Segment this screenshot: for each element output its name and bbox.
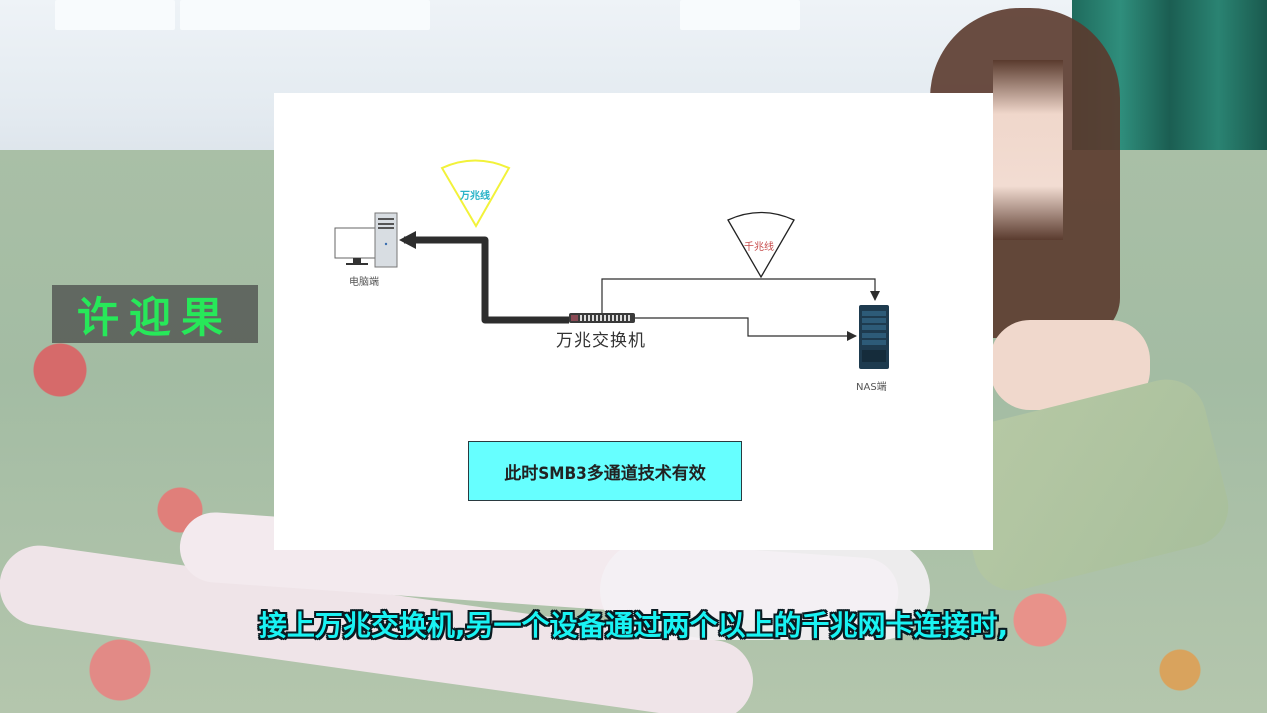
10g-fan-shape xyxy=(440,159,511,228)
switch-icon xyxy=(569,313,635,323)
1g-link-b-line xyxy=(624,317,857,341)
person-skirt xyxy=(600,540,930,640)
window-pane xyxy=(180,0,430,30)
network-diagram-panel: 万兆线 千兆线 电脑端 万兆交换机 NAS端 此时SMB3多通道技术有效 xyxy=(274,93,993,550)
nas-label: NAS端 xyxy=(856,382,887,393)
1g-fan-shape xyxy=(727,211,795,279)
switch-label: 万兆交换机 xyxy=(556,331,646,351)
pc-label: 电脑端 xyxy=(349,277,379,288)
smb3-multichannel-note: 此时SMB3多通道技术有效 xyxy=(468,441,742,501)
1g-link-label: 千兆线 xyxy=(744,242,774,253)
diagram-canvas xyxy=(334,159,889,369)
10g-link-arrowhead xyxy=(399,231,416,249)
window-pane xyxy=(55,0,175,30)
video-subtitle: 接上万兆交换机,另一个设备通过两个以上的千兆网卡连接时, xyxy=(258,609,1009,642)
10g-link-line xyxy=(404,236,569,324)
watermark-text: 许迎果 xyxy=(76,292,233,342)
window-pane xyxy=(680,0,800,30)
pc-icon xyxy=(334,212,398,268)
person-face xyxy=(993,60,1063,240)
author-watermark: 许迎果 xyxy=(52,285,258,343)
nas-server-icon xyxy=(859,305,889,369)
1g-link-a-line xyxy=(601,278,880,315)
note-text: 此时SMB3多通道技术有效 xyxy=(504,463,706,484)
10g-link-label: 万兆线 xyxy=(460,191,490,202)
